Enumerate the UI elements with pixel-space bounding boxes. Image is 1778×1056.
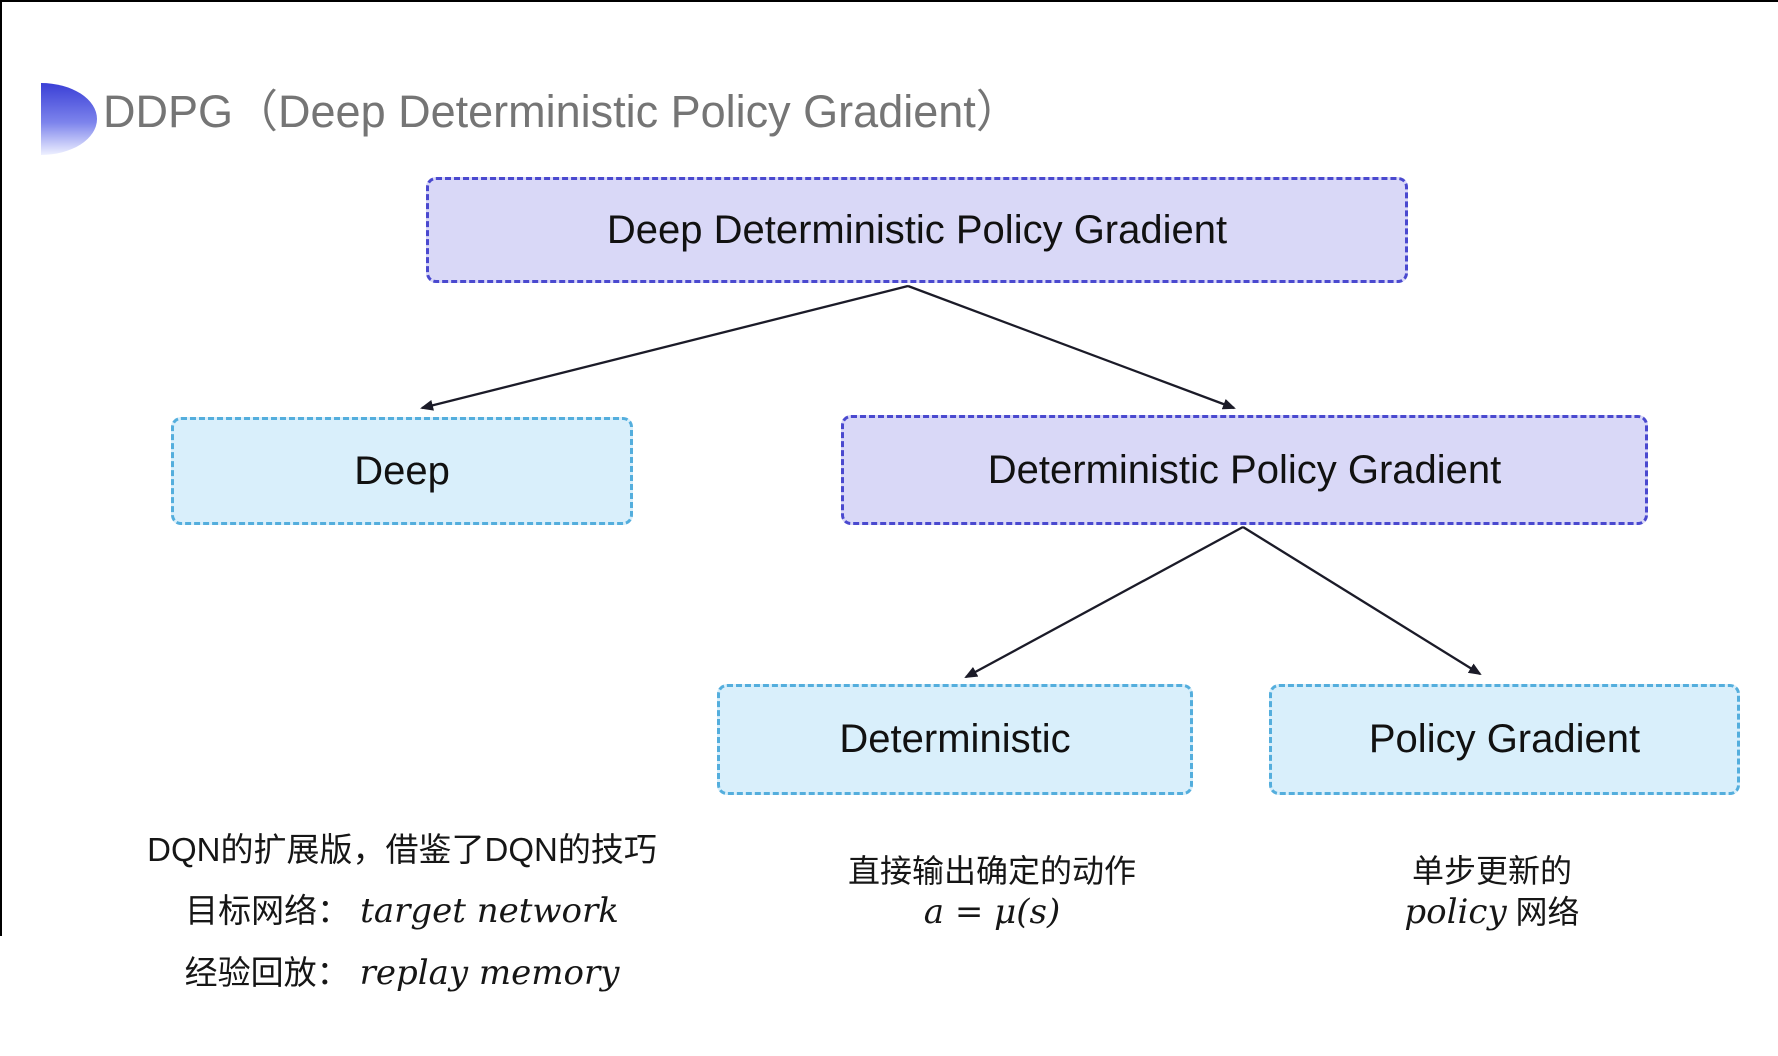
note-deep-line1: DQN的扩展版，借鉴了DQN的技巧 [147, 831, 657, 868]
replay-memory-label: 经验回放： [184, 954, 350, 991]
note-deep-line2: 目标网络：target network [142, 880, 662, 942]
note-deterministic: 直接输出确定的动作 a = μ(s) [792, 851, 1192, 933]
node-label: Deterministic Policy Gradient [987, 447, 1502, 492]
node-deterministic: Deterministic [717, 684, 1193, 795]
network-word: 网络 [1506, 894, 1580, 930]
title-bullet-icon [41, 83, 97, 155]
node-label: Deep [354, 448, 450, 493]
arrow-dpg-to-policy-gradient [1242, 526, 1482, 676]
node-label: Deterministic [839, 717, 1071, 761]
node-deep: Deep [171, 417, 633, 525]
node-label: Deep Deterministic Policy Gradient [606, 207, 1228, 252]
arrow-root-to-dpg [907, 284, 1236, 410]
node-label: Policy Gradient [1368, 717, 1641, 761]
note-policy-gradient-line2: policy 网络 [1292, 892, 1692, 933]
node-deterministic-policy-gradient: Deterministic Policy Gradient [841, 415, 1648, 525]
replay-memory-value: replay memory [359, 953, 620, 993]
note-policy-gradient: 单步更新的 policy 网络 [1292, 851, 1692, 933]
node-policy-gradient: Policy Gradient [1269, 684, 1740, 795]
node-deep-deterministic-policy-gradient: Deep Deterministic Policy Gradient [426, 177, 1408, 283]
policy-word: policy [1404, 892, 1507, 932]
arrow-dpg-to-deterministic [964, 525, 1244, 679]
note-deep: DQN的扩展版，借鉴了DQN的技巧 目标网络：target network 经验… [142, 819, 662, 1004]
target-network-label: 目标网络： [185, 892, 351, 929]
note-deterministic-line1: 直接输出确定的动作 [847, 853, 1136, 889]
note-policy-gradient-line1: 单步更新的 [1411, 853, 1572, 889]
frame-top-border [0, 0, 1778, 2]
frame-left-border [0, 0, 2, 936]
page-title: DDPG（Deep Deterministic Policy Gradient） [103, 86, 1021, 137]
target-network-value: target network [360, 891, 619, 931]
note-deep-line3: 经验回放：replay memory [142, 942, 662, 1004]
note-deterministic-formula: a = μ(s) [923, 892, 1061, 932]
arrow-root-to-deep [420, 284, 909, 411]
